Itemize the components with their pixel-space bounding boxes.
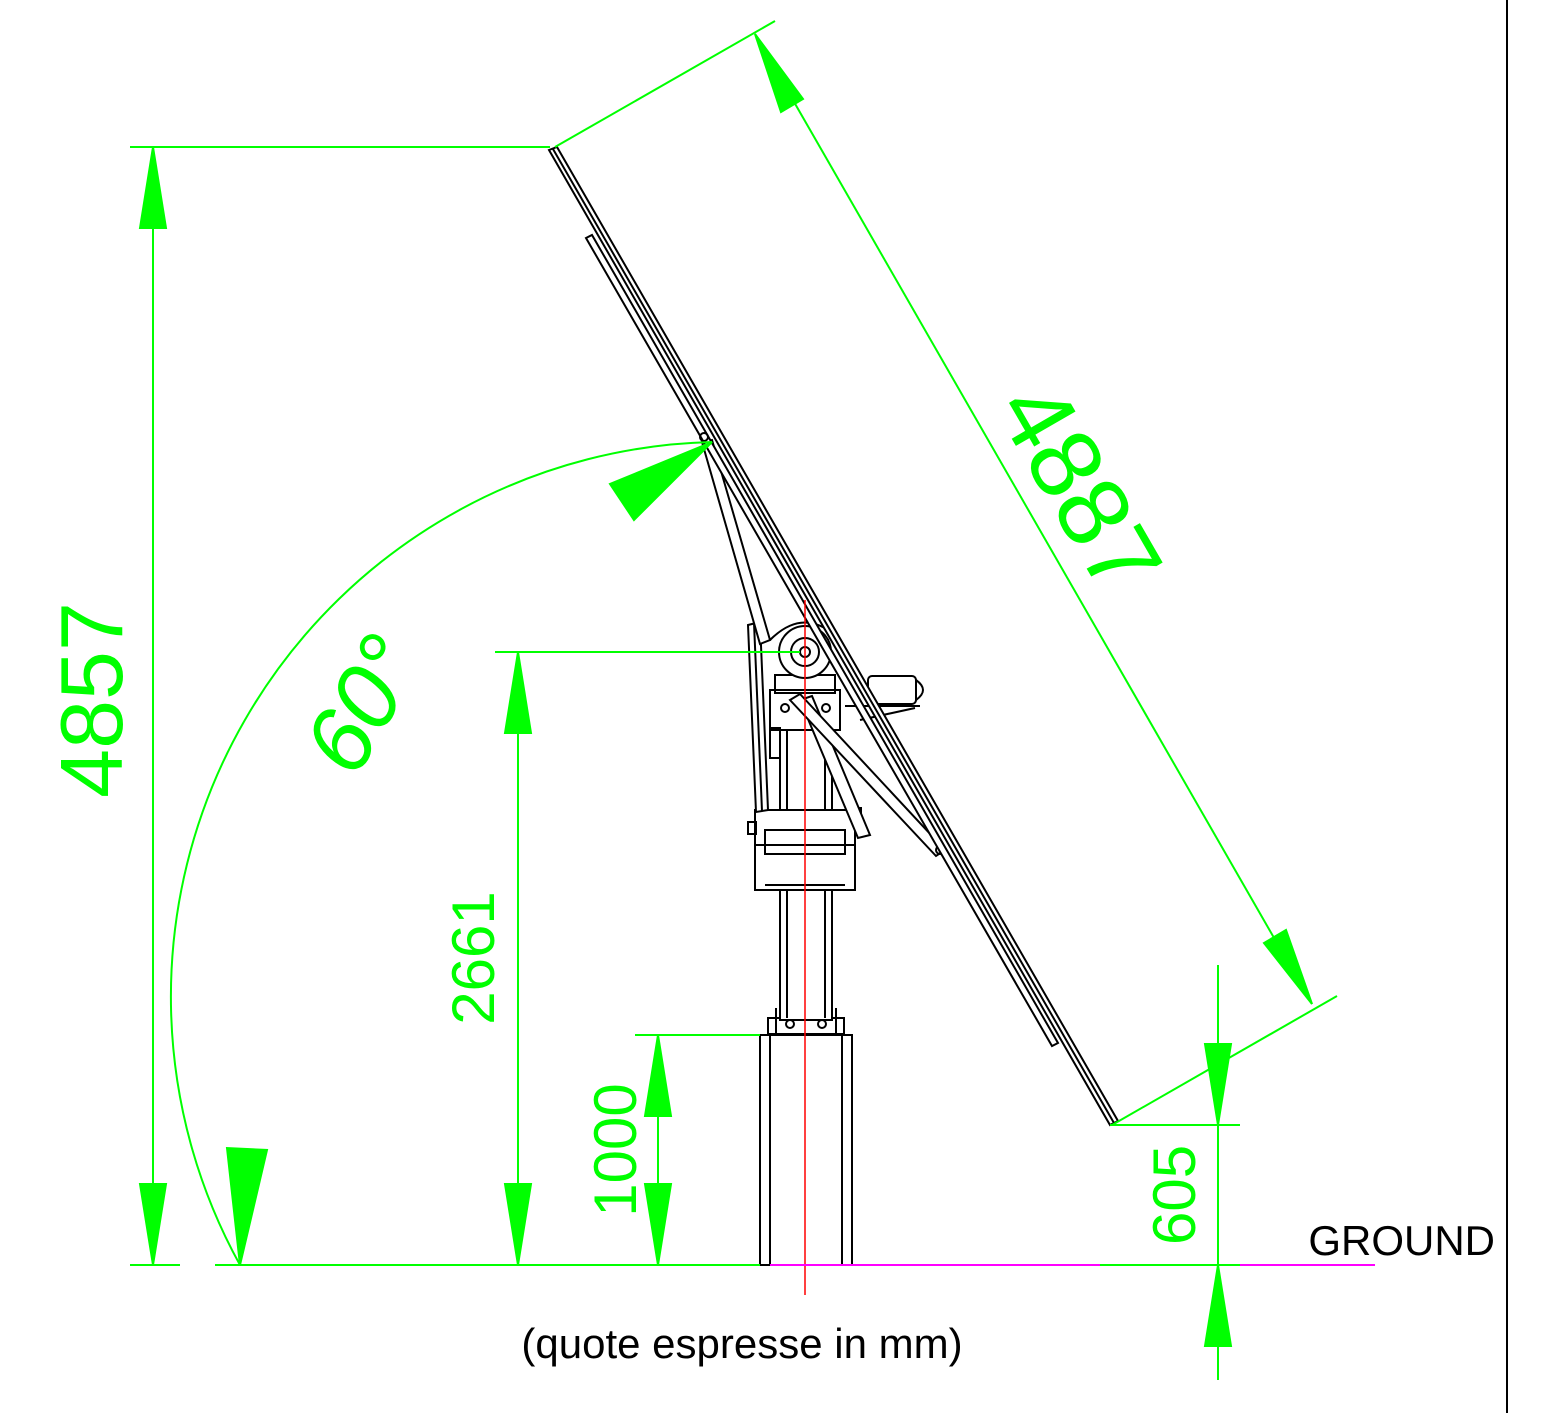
diagonal-struts [700, 438, 947, 858]
dimension-foundation-height-label: 1000 [582, 1083, 649, 1216]
dimension-tilt-angle [169, 441, 713, 1266]
solar-panel [547, 145, 1120, 1127]
foundation-block [759, 1034, 853, 1266]
dimension-pivot-height-label: 2661 [440, 891, 507, 1024]
dimension-foundation-height [635, 1034, 760, 1266]
dimension-panel-length-label: 4887 [975, 364, 1183, 613]
dimension-ground-clearance-label: 605 [1141, 1145, 1208, 1245]
dimension-ground-clearance [1110, 965, 1240, 1380]
dimension-tilt-angle-label: 60° [284, 619, 442, 790]
units-note: (quote espresse in mm) [521, 1320, 962, 1367]
ground-label: GROUND [1308, 1217, 1495, 1264]
dimension-pivot-height [495, 651, 800, 1266]
dimension-total-height-label: 4857 [42, 602, 141, 798]
dimension-total-height [130, 146, 550, 1266]
dimension-panel-length [554, 20, 1338, 1126]
